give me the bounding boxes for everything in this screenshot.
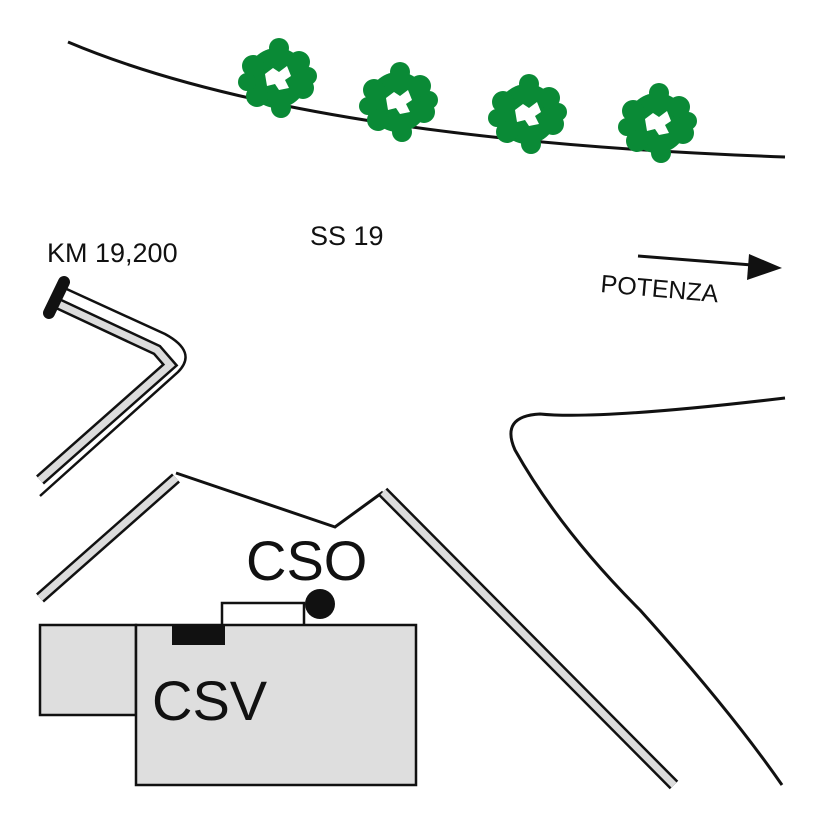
km-marker <box>43 276 70 319</box>
building-left <box>38 623 138 717</box>
road-label: SS 19 <box>310 221 384 251</box>
guardrail-right <box>378 487 679 790</box>
direction-label: POTENZA <box>599 270 719 308</box>
csv-equipment-block <box>172 625 225 645</box>
road-edge-right <box>509 396 786 786</box>
guardrail-left-upper <box>36 284 187 497</box>
circle-marker-icon <box>305 589 335 619</box>
km-label: KM 19,200 <box>47 238 178 268</box>
cso-connector <box>220 601 306 625</box>
guardrail-left-lower <box>36 473 180 603</box>
csv-label: CSV <box>152 669 268 732</box>
tree-icon <box>238 38 317 118</box>
island-outline <box>175 471 384 529</box>
cso-label: CSO <box>246 529 367 592</box>
arrow-right-icon <box>637 254 782 280</box>
building-csv <box>134 623 418 787</box>
